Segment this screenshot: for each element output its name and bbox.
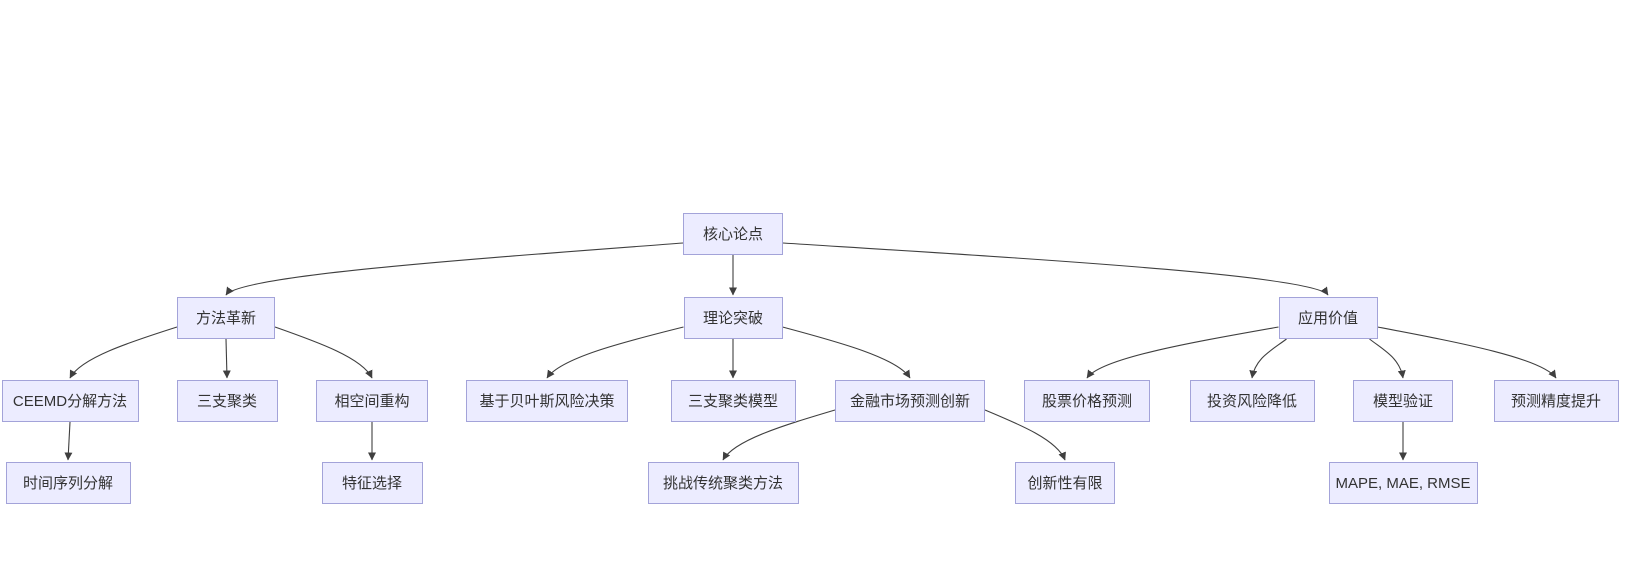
- edge-value-precision: [1377, 326, 1557, 379]
- edge-theory-finance: [782, 326, 911, 379]
- edge-theory-bayes: [546, 326, 684, 379]
- node-label: 三支聚类: [196, 392, 257, 410]
- node-stock: 股票价格预测: [1024, 380, 1150, 422]
- node-mape: MAPE, MAE, RMSE: [1328, 462, 1478, 504]
- node-precision: 预测精度提升: [1493, 380, 1619, 422]
- edge-method-three: [222, 338, 231, 379]
- node-finance: 金融市场预测创新: [835, 380, 985, 422]
- node-decompose: 时间序列分解: [5, 462, 131, 504]
- edge-value-risk: [1249, 338, 1287, 379]
- node-label: 应用价值: [1297, 309, 1358, 327]
- node-label: 三支聚类模型: [687, 392, 778, 410]
- node-three: 三支聚类: [176, 380, 278, 422]
- node-ceemd: CEEMD分解方法: [1, 380, 139, 422]
- node-limited: 创新性有限: [1015, 462, 1115, 504]
- node-core: 核心论点: [683, 213, 783, 255]
- node-label: 挑战传统聚类方法: [662, 474, 783, 492]
- node-label: 相空间重构: [334, 392, 410, 410]
- node-validate: 模型验证: [1353, 380, 1453, 422]
- edge-method-phase: [274, 326, 373, 379]
- node-label: 创新性有限: [1027, 474, 1103, 492]
- node-label: MAPE, MAE, RMSE: [1335, 474, 1471, 492]
- node-label: 投资风险降低: [1206, 392, 1297, 410]
- node-label: 特征选择: [341, 474, 402, 492]
- node-challenge: 挑战传统聚类方法: [647, 462, 799, 504]
- node-threemodel: 三支聚类模型: [670, 380, 796, 422]
- node-theory: 理论突破: [683, 297, 783, 339]
- node-method: 方法革新: [177, 297, 275, 339]
- node-bayes: 基于贝叶斯风险决策: [466, 380, 628, 422]
- node-label: 金融市场预测创新: [849, 392, 970, 410]
- node-label: 基于贝叶斯风险决策: [479, 392, 615, 410]
- edge-finance-challenge: [722, 409, 836, 461]
- node-label: 理论突破: [702, 309, 763, 327]
- node-label: 时间序列分解: [22, 474, 113, 492]
- node-label: 股票价格预测: [1041, 392, 1132, 410]
- node-label: CEEMD分解方法: [12, 392, 128, 410]
- node-label: 核心论点: [702, 225, 763, 243]
- node-phase: 相空间重构: [316, 380, 428, 422]
- edge-core-value: [782, 242, 1329, 296]
- edge-finance-limited: [984, 409, 1066, 461]
- node-risk: 投资风险降低: [1189, 380, 1315, 422]
- edge-ceemd-decompose: [64, 421, 73, 461]
- edge-method-ceemd: [69, 326, 178, 379]
- edge-value-validate: [1369, 338, 1406, 379]
- node-label: 模型验证: [1372, 392, 1433, 410]
- node-value: 应用价值: [1278, 297, 1378, 339]
- edge-value-stock: [1086, 326, 1279, 379]
- node-label: 预测精度提升: [1510, 392, 1601, 410]
- node-feature: 特征选择: [321, 462, 423, 504]
- node-label: 方法革新: [195, 309, 256, 327]
- edge-core-method: [225, 242, 684, 296]
